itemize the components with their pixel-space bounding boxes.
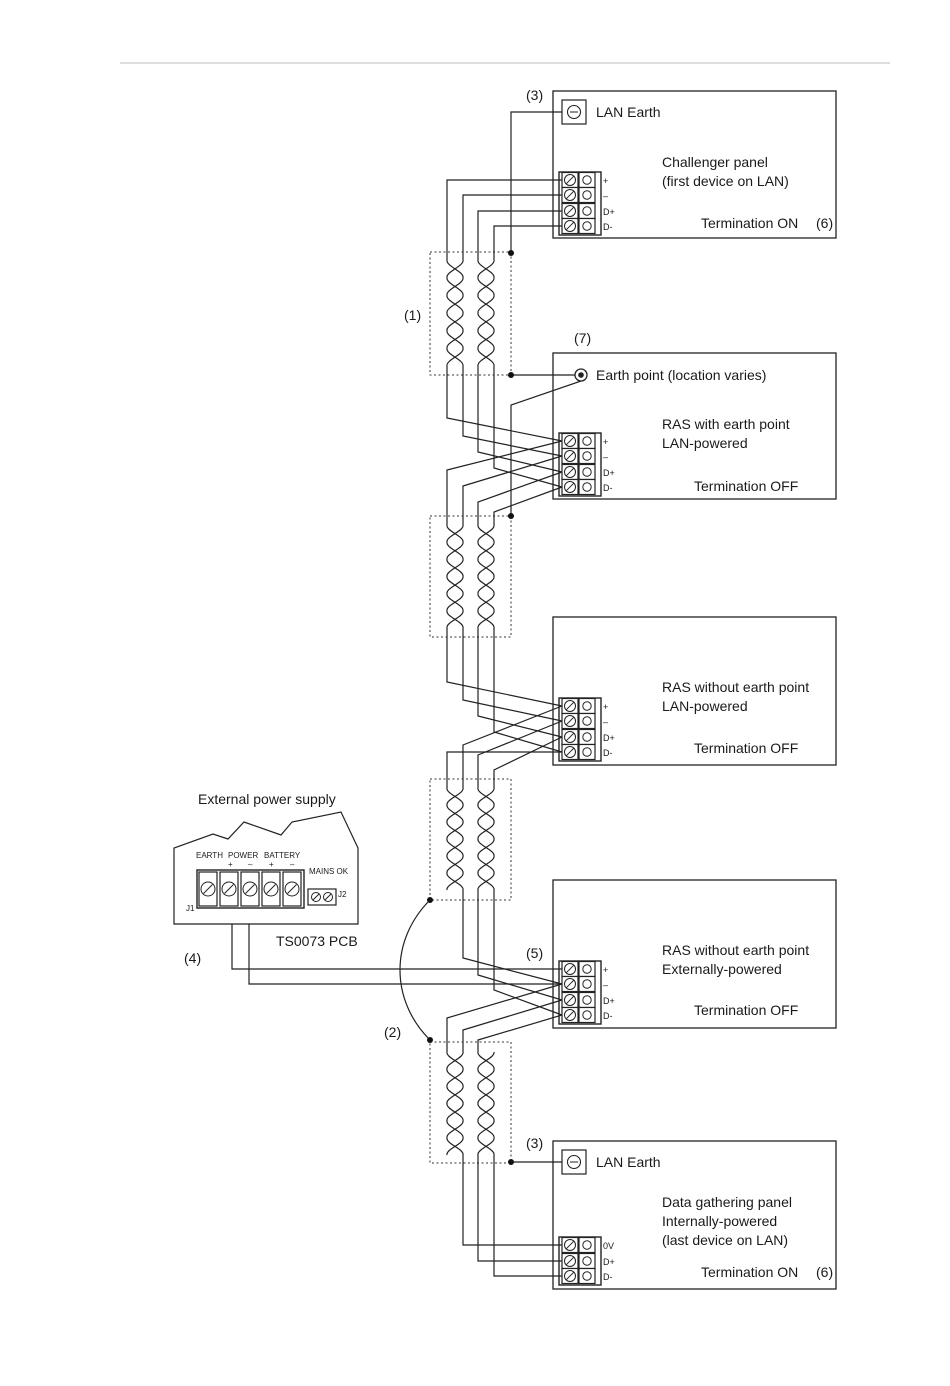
psu-plus: +: [228, 860, 233, 869]
psu-battery-label: BATTERY: [264, 851, 301, 860]
terminal-block-ras-ext: [558, 960, 602, 1025]
lan-earth-icon: [561, 99, 587, 125]
challenger-earth-label: LAN Earth: [596, 104, 661, 120]
ras-noearth-termination: Termination OFF: [694, 740, 798, 756]
pin-label: D-: [603, 222, 613, 232]
twisted-strand: [477, 1051, 495, 1156]
note-1: (1): [404, 307, 421, 323]
challenger-subtitle: (first device on LAN): [662, 173, 789, 189]
psu-mains-ok-label: MAINS OK: [309, 867, 349, 876]
psu-power-label: POWER: [228, 851, 258, 860]
pin-label: –: [603, 717, 608, 727]
twisted-strand: [477, 524, 495, 629]
psu-plus: +: [269, 860, 274, 869]
ras-noearth-box: [552, 616, 837, 766]
ras-noearth-subtitle: LAN-powered: [662, 698, 748, 714]
pin-label: D-: [603, 748, 613, 758]
twisted-strand: [477, 259, 495, 367]
twisted-strand: [446, 1051, 464, 1156]
terminal-block-ras-noearth: [558, 697, 602, 762]
cable-screen-1: [429, 251, 512, 376]
twisted-strand: [477, 787, 495, 891]
terminal-block-challenger: [558, 171, 602, 236]
mains-ok-connector: [307, 888, 337, 906]
note-6-bottom: (6): [816, 1264, 833, 1280]
junction-dots: [427, 250, 514, 1165]
note-2: (2): [384, 1024, 401, 1040]
psu-title: External power supply: [198, 791, 336, 807]
note-3-bottom: (3): [526, 1135, 543, 1151]
note-5: (5): [526, 945, 543, 961]
pin-label: D+: [603, 207, 615, 217]
lan-wiring: [231, 111, 582, 1277]
psu-minus: –: [290, 860, 295, 869]
pin-label: D+: [603, 996, 615, 1006]
ras-earth-termination: Termination OFF: [694, 478, 798, 494]
ras-ext-title: RAS without earth point: [662, 942, 809, 958]
twisted-strand: [446, 1051, 464, 1156]
cable-screen-4: [429, 1041, 512, 1164]
cable-screen-3: [429, 778, 512, 901]
data-panel-note: (last device on LAN): [662, 1232, 788, 1248]
ras-earth-title: RAS with earth point: [662, 416, 790, 432]
psu-terminals: [198, 871, 302, 907]
twisted-strand: [446, 259, 464, 367]
terminal-block-data-panel: [558, 1236, 602, 1286]
psu-minus: –: [248, 860, 253, 869]
pin-label: +: [603, 176, 608, 186]
earth-point-label: Earth point (location varies): [596, 367, 766, 383]
twisted-strand: [477, 787, 495, 891]
data-panel-termination: Termination ON: [701, 1264, 798, 1280]
psu-earth-label: EARTH: [196, 851, 223, 860]
pin-label: +: [603, 965, 608, 975]
note-4: (4): [184, 950, 201, 966]
twisted-strand: [446, 787, 464, 891]
pin-label: +: [603, 702, 608, 712]
earth-point-icon: [574, 368, 588, 382]
challenger-title: Challenger panel: [662, 154, 768, 170]
psu-j1-label: J1: [186, 904, 195, 913]
note-3-top: (3): [526, 87, 543, 103]
ras-ext-termination: Termination OFF: [694, 1002, 798, 1018]
pin-label: D+: [603, 1257, 615, 1267]
pin-label: D+: [603, 733, 615, 743]
ras-earth-subtitle: LAN-powered: [662, 435, 748, 451]
data-panel-earth-label: LAN Earth: [596, 1154, 661, 1170]
ras-ext-subtitle: Externally-powered: [662, 961, 782, 977]
cable-screen-2: [429, 515, 512, 638]
ras-noearth-title: RAS without earth point: [662, 679, 809, 695]
pin-label: D-: [603, 1011, 613, 1021]
pin-label: D-: [603, 483, 613, 493]
pin-label: –: [603, 452, 608, 462]
pin-label: –: [603, 191, 608, 201]
pin-label: D+: [603, 468, 615, 478]
data-panel-title: Data gathering panel: [662, 1194, 792, 1210]
lan-earth-icon-bottom: [561, 1149, 587, 1175]
twisted-strand: [477, 259, 495, 367]
twisted-strand: [446, 524, 464, 629]
pin-label: D-: [603, 1272, 613, 1282]
pin-label: +: [603, 437, 608, 447]
challenger-termination: Termination ON: [701, 215, 798, 231]
twisted-pairs: [446, 259, 495, 1156]
psu-j2-label: J2: [338, 890, 347, 899]
twisted-strand: [477, 1051, 495, 1156]
twisted-strand: [446, 787, 464, 891]
twisted-strand: [446, 259, 464, 367]
note-6-top: (6): [816, 215, 833, 231]
pin-label: –: [603, 980, 608, 990]
psu-pcb-label: TS0073 PCB: [276, 933, 358, 949]
data-panel-subtitle: Internally-powered: [662, 1213, 777, 1229]
note-7: (7): [574, 330, 591, 346]
twisted-strand: [477, 524, 495, 629]
twisted-strand: [446, 524, 464, 629]
external-power-supply: [173, 811, 359, 925]
pin-label: 0V: [603, 1241, 614, 1251]
terminal-block-ras-earth: [558, 432, 602, 497]
